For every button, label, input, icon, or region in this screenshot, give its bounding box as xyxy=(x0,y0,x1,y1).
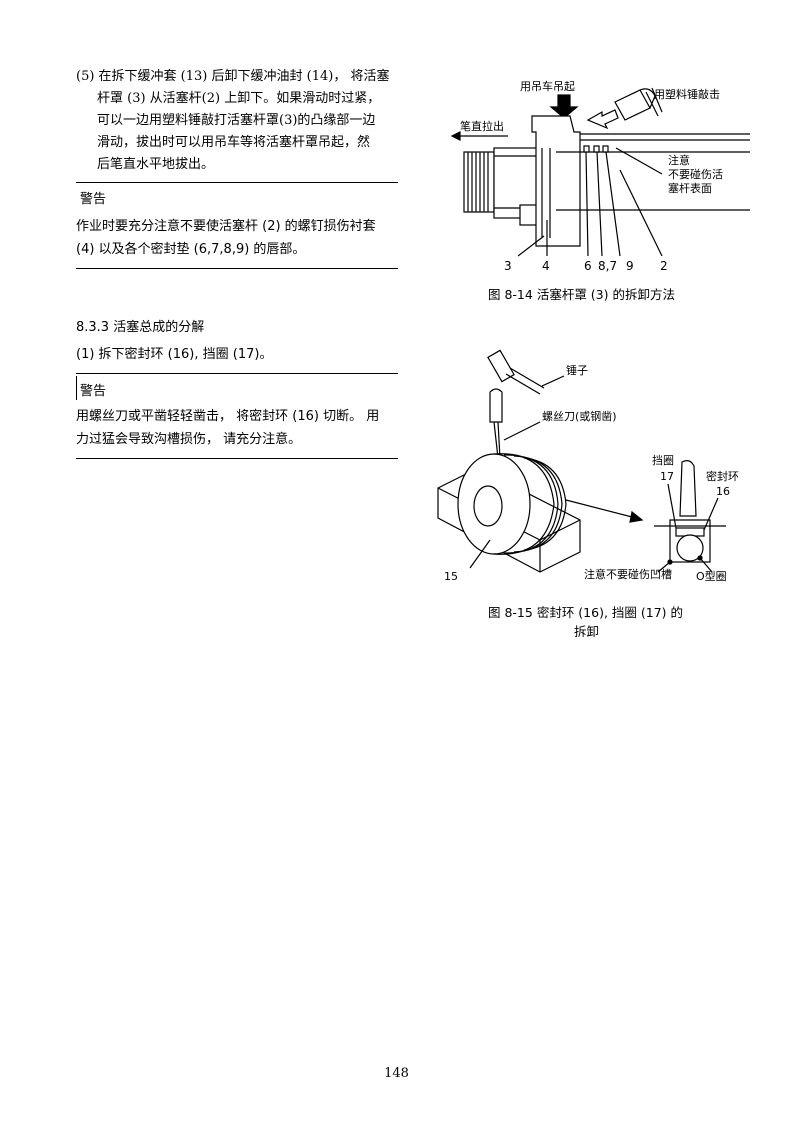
part-number: 4 xyxy=(542,259,550,273)
page-number: 148 xyxy=(384,1066,409,1081)
fig15-caption-line: 拆卸 xyxy=(574,624,600,639)
figure-8-14: 用吊车吊起 用塑料锤敲击 笔直拉出 xyxy=(450,79,750,273)
hammer-icon xyxy=(487,349,545,395)
warning2-line: 力过猛会导致沟槽损伤， 请充分注意。 xyxy=(76,432,302,447)
warning2-title: 警告 xyxy=(80,384,107,399)
fig14-label-crane: 用吊车吊起 xyxy=(520,79,575,93)
warning1-bottom-rule xyxy=(76,268,398,269)
fig15-label-groove: 注意不要碰伤凹槽 xyxy=(584,567,672,581)
pull-left-arrow-icon xyxy=(450,131,508,141)
step5-paragraph: (5) 在拆下缓冲套 (13) 后卸下缓冲油封 (14)， 将活塞 杆罩 (3)… xyxy=(76,66,400,176)
fig15-caption: 图 8-15 密封环 (16), 挡圈 (17) 的 拆卸 xyxy=(488,602,683,640)
step5-line: (5) 在拆下缓冲套 (13) 后卸下缓冲油封 (14)， 将活塞 xyxy=(76,69,390,84)
step5-line: 可以一边用塑料锤敲打活塞杆罩(3)的凸缘部一边 xyxy=(97,113,376,128)
fig14-note-line: 塞杆表面 xyxy=(668,181,712,195)
fig15-label-ring-no: 17 xyxy=(660,470,674,483)
fig15-label-ring: 挡圈 xyxy=(652,453,674,467)
warning2-text: 用螺丝刀或平凿轻轻凿击， 将密封环 (16) 切断。 用 力过猛会导致沟槽损伤，… xyxy=(76,405,379,451)
fig14-caption: 图 8-14 活塞杆罩 (3) 的拆卸方法 xyxy=(488,287,675,302)
step5-line: 滑动，拔出时可以用吊车等将活塞杆罩吊起，然 xyxy=(97,135,371,150)
plastic-hammer-icon xyxy=(586,87,663,130)
step5-line: 杆罩 (3) 从活塞杆(2) 上卸下。如果滑动时过紧， xyxy=(97,91,381,106)
warning2-bottom-rule xyxy=(76,458,398,459)
screwdriver-icon xyxy=(489,388,503,459)
fig15-label-hammer: 锤子 xyxy=(566,363,588,377)
section-step1: (1) 拆下密封环 (16), 挡圈 (17)。 xyxy=(76,347,273,362)
fig14-label-pull: 笔直拉出 xyxy=(460,119,504,133)
warning2-line: 用螺丝刀或平凿轻轻凿击， 将密封环 (16) 切断。 用 xyxy=(76,409,380,424)
part-number: 6 xyxy=(584,259,592,273)
fig14-note-line: 不要碰伤活 xyxy=(668,168,723,181)
fig14-part-numbers: 3 4 6 8,7 9 2 xyxy=(504,259,668,273)
crane-down-arrow-icon xyxy=(549,94,579,119)
part-number: 2 xyxy=(660,259,668,273)
section-heading: 8.3.3 活塞总成的分解 xyxy=(76,320,205,335)
fig14-note: 注意 不要碰伤活 塞杆表面 xyxy=(668,153,723,195)
fig15-label-seal: 密封环 xyxy=(706,469,739,483)
warning1-line: 作业时要充分注意不要使活塞杆 (2) 的螺钉损伤衬套 xyxy=(76,219,376,234)
fig15-label-screwdriver: 螺丝刀(或钢凿) xyxy=(542,410,617,423)
fig14-note-line: 注意 xyxy=(668,153,690,167)
step5-line: 后笔直水平地拔出。 xyxy=(97,157,215,172)
warning2-top-rule xyxy=(76,373,398,374)
warning2-side-rule xyxy=(76,376,77,400)
figure-8-15: 锤子 螺丝刀(或钢凿) 挡圈 17 密封环 16 xyxy=(437,349,739,583)
fig15-label-seal-no: 16 xyxy=(716,485,730,498)
fig15-label-oring: O型圈 xyxy=(696,569,727,583)
warning1-title: 警告 xyxy=(80,192,107,207)
fig14-label-hammer: 用塑料锤敲击 xyxy=(654,87,720,101)
part-number: 9 xyxy=(626,259,634,273)
fig15-label-15: 15 xyxy=(444,570,458,583)
warning1-line: (4) 以及各个密封垫 (6,7,8,9) 的唇部。 xyxy=(76,242,306,257)
warning1-text: 作业时要充分注意不要使活塞杆 (2) 的螺钉损伤衬套 (4) 以及各个密封垫 (… xyxy=(76,215,376,261)
warning1-top-rule xyxy=(76,182,398,183)
part-number: 3 xyxy=(504,259,512,273)
fig15-caption-line: 图 8-15 密封环 (16), 挡圈 (17) 的 xyxy=(488,605,684,620)
part-number: 8,7 xyxy=(598,259,617,273)
